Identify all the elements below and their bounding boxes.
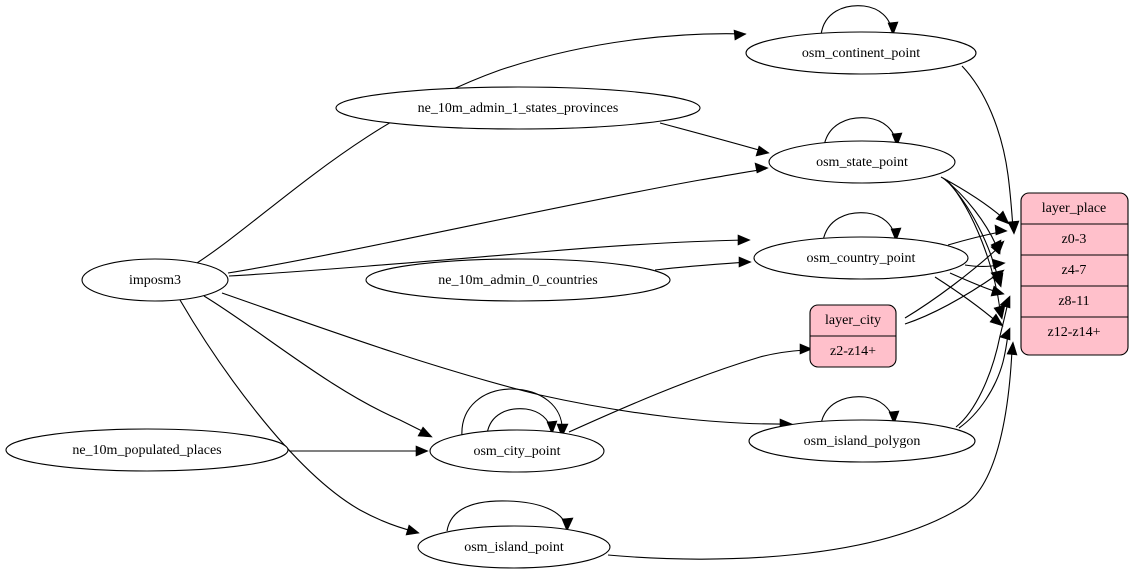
- edge-ne-admin1-to-osm-state-point: [659, 122, 770, 157]
- edge-imposm3-to-osm-city-point: [203, 295, 433, 438]
- edge-self-loop-osm-city-point-outer: [461, 388, 569, 438]
- edge-self-loop-osm-island-polygon: [820, 396, 900, 425]
- edge-osm-country-point-to-layer-place-z8-11: [949, 272, 1005, 297]
- node-osm-country-point[interactable]: osm_country_point: [753, 236, 969, 280]
- node-osm-island-point[interactable]: osm_island_point: [417, 525, 611, 569]
- node-osm-state-point[interactable]: osm_state_point: [768, 140, 956, 184]
- layer-box-layer-city[interactable]: layer_city z2-z14+: [809, 304, 897, 368]
- edge-osm-city-point-to-layer-city: [568, 343, 813, 433]
- edge-layer-city-to-layer-place-z4-7: [904, 269, 1005, 325]
- edge-self-loop-osm-country-point: [822, 212, 902, 242]
- edge-osm-continent-point-to-layer-place-z0-3: [961, 65, 1020, 235]
- edge-layer-city-to-layer-place-z0-3: [904, 240, 1005, 319]
- edge-osm-island-polygon-to-layer-place-z8-11: [955, 295, 1011, 428]
- node-imposm3[interactable]: imposm3: [81, 258, 229, 302]
- edge-osm-island-point-to-layer-place-z12: [607, 341, 1018, 560]
- node-layer: imposm3 ne_10m_admin_1_states_provinces …: [5, 31, 977, 569]
- edge-osm-state-point-to-layer-place-z4-7: [942, 177, 1002, 255]
- node-osm-city-point[interactable]: osm_city_point: [429, 429, 605, 473]
- node-osm-continent-point[interactable]: osm_continent_point: [745, 31, 977, 75]
- node-ne-10m-admin-1-states-provinces[interactable]: ne_10m_admin_1_states_provinces: [335, 86, 701, 130]
- edge-self-loop-osm-city-point-inner: [486, 408, 558, 435]
- edge-imposm3-to-osm-state-point: [227, 162, 769, 274]
- edge-osm-state-point-to-layer-place-z0-3: [940, 176, 1010, 225]
- node-ne-10m-admin-0-countries[interactable]: ne_10m_admin_0_countries: [365, 258, 671, 302]
- edge-osm-country-point-to-layer-place-z12: [934, 276, 1004, 327]
- edge-imposm3-to-osm-island-polygon: [221, 292, 793, 430]
- edge-self-loop-osm-state-point: [823, 117, 903, 147]
- edge-osm-state-point-to-layer-place-z12: [946, 179, 1006, 320]
- edge-self-loop-osm-continent-point: [820, 5, 899, 36]
- layer-box-layer-place[interactable]: layer_place z0-3 z4-7 z8-11 z12-z14+: [1020, 192, 1129, 356]
- edge-osm-country-point-to-layer-place-z0-3: [947, 224, 1008, 246]
- edge-ne-populated-to-osm-city-point: [289, 445, 429, 457]
- edge-osm-island-polygon-to-layer-place-z12: [958, 327, 1011, 429]
- edge-ne-admin0-to-osm-country-point: [654, 256, 752, 271]
- edge-imposm3-to-osm-island-point: [179, 299, 420, 536]
- edge-imposm3-to-osm-continent-point: [196, 29, 747, 264]
- edge-osm-country-point-to-layer-place-z4-7: [964, 258, 1006, 270]
- edge-imposm3-to-osm-country-point: [228, 234, 751, 277]
- node-ne-10m-populated-places[interactable]: ne_10m_populated_places: [5, 428, 289, 472]
- node-osm-island-polygon[interactable]: osm_island_polygon: [748, 419, 976, 463]
- edge-self-loop-osm-island-point: [446, 500, 574, 532]
